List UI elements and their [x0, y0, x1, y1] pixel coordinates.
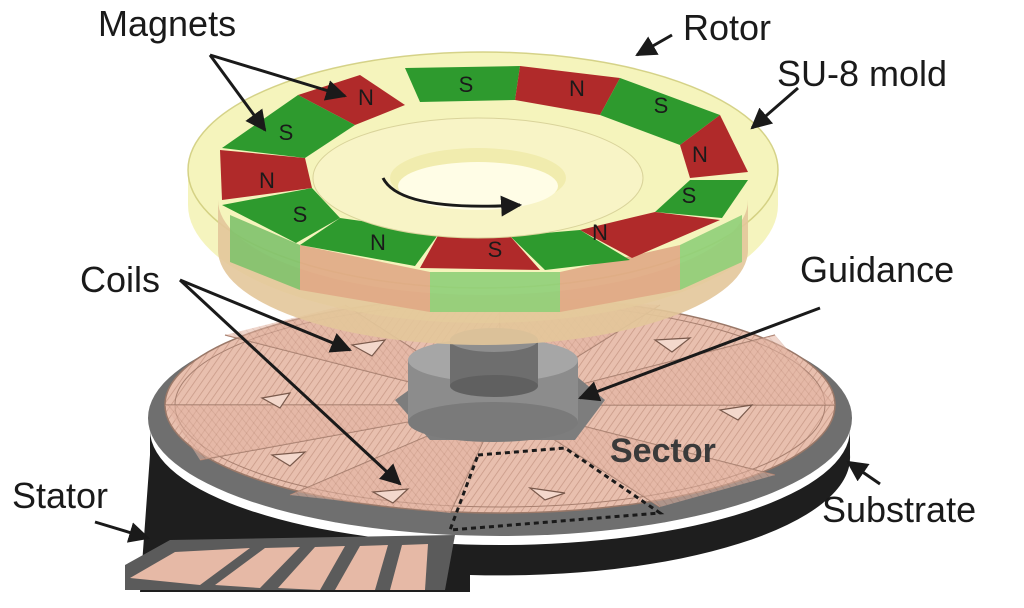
pole-label: N	[259, 168, 275, 193]
pole-label: N	[569, 76, 585, 101]
magnet-segment	[420, 232, 540, 270]
substrate-label: Substrate	[822, 489, 976, 530]
rotor: N S N S N S N S N S N S	[187, 51, 779, 345]
pole-label: N	[370, 230, 386, 255]
magnet-segment	[220, 150, 312, 200]
magnets-leader	[209, 53, 348, 101]
lead-trace	[278, 546, 345, 590]
magnet-pole-labels: N S N S N S N S N S N S	[259, 72, 708, 262]
stator-leader	[94, 520, 151, 543]
lead-trace	[130, 548, 250, 585]
stator-leads	[125, 535, 455, 590]
coils-leader	[179, 278, 352, 353]
coils-leader	[178, 278, 402, 486]
magnet-segment	[680, 115, 748, 178]
magnet-segment	[655, 180, 748, 218]
sector-label: Sector	[610, 432, 716, 470]
stator-label: Stator	[12, 475, 108, 516]
magnets-leader	[208, 54, 267, 132]
pole-label: S	[682, 183, 697, 208]
magnet-segment	[600, 78, 720, 145]
magnet-side-wall	[218, 200, 748, 345]
magnet-segment	[515, 66, 620, 115]
guidance-post	[408, 328, 578, 442]
sector-outline	[447, 446, 665, 532]
magnet-segment	[222, 188, 340, 243]
lead-trace	[215, 547, 300, 588]
rotation-arrow	[381, 177, 523, 217]
coil-pads	[260, 337, 754, 504]
substrate-leader	[846, 460, 881, 486]
rotor-bore	[398, 162, 558, 210]
su8-mold-leader	[750, 86, 799, 130]
pole-label: S	[293, 202, 308, 227]
rotor-leader	[635, 33, 673, 57]
pole-label: N	[358, 85, 374, 110]
pole-label: S	[279, 120, 294, 145]
guidance-label: Guidance	[800, 249, 954, 290]
rotor-label: Rotor	[683, 7, 771, 48]
pole-label: S	[654, 93, 669, 118]
magnet-segment	[580, 212, 720, 258]
magnet-segment	[222, 95, 355, 158]
pole-label: N	[692, 142, 708, 167]
lead-trace	[335, 545, 388, 590]
pole-label: S	[488, 237, 503, 262]
pole-label: N	[592, 220, 608, 245]
pole-label: S	[459, 72, 474, 97]
coils-label: Coils	[80, 259, 160, 300]
lead-trace	[390, 544, 428, 590]
guidance-leader	[578, 306, 821, 402]
labels: Magnets Rotor SU-8 mold Coils Guidance S…	[12, 3, 976, 530]
magnet-segment	[405, 66, 520, 102]
su8-mold-label: SU-8 mold	[777, 53, 947, 94]
leader-lines	[94, 33, 881, 543]
magnets-label: Magnets	[98, 3, 236, 44]
magnet-segment	[510, 230, 630, 270]
